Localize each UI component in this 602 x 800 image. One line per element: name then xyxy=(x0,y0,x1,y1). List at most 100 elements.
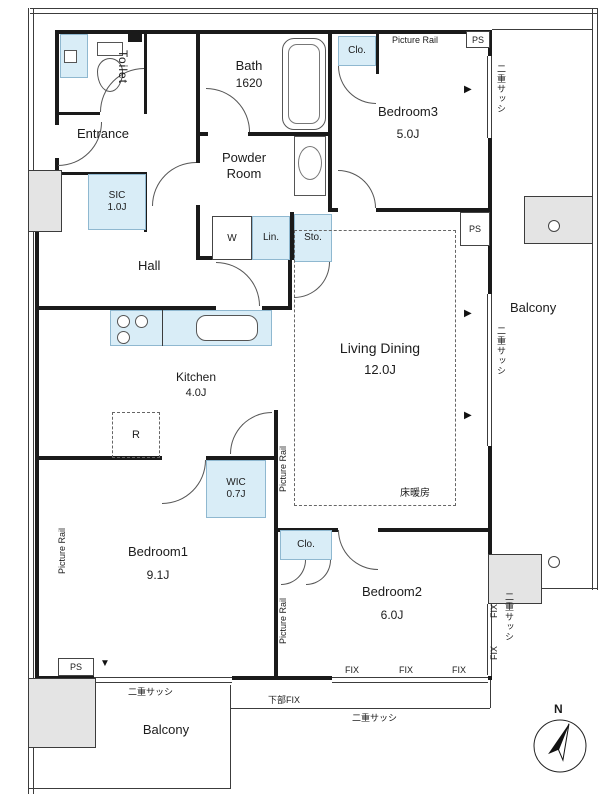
shoe-closet-box: SIC 1.0J xyxy=(88,174,146,230)
stove-burner-icon xyxy=(117,331,130,344)
picture-rail-label: Picture Rail xyxy=(278,598,288,645)
double-sash-label: 二重サッシ xyxy=(352,713,398,723)
opening-marker-icon: ▶ xyxy=(464,410,472,421)
pillar xyxy=(524,196,593,244)
bathtub-inner xyxy=(288,44,320,124)
window xyxy=(485,56,495,138)
double-sash-label: 二重サッシ xyxy=(128,687,174,697)
storage-label: Sto. xyxy=(304,232,322,243)
ps-label: PS xyxy=(69,662,82,672)
floor-heating-area xyxy=(294,230,456,506)
building-outline xyxy=(33,8,34,794)
linen-box: Lin. xyxy=(252,216,290,260)
storage-box: Sto. xyxy=(294,214,332,262)
window xyxy=(485,604,495,676)
window xyxy=(332,677,488,678)
wall-segment xyxy=(376,32,379,74)
window xyxy=(487,604,488,676)
window xyxy=(491,56,492,138)
balcony-edge xyxy=(492,588,598,589)
wall-segment xyxy=(248,132,332,136)
room-size-bedroom3: 5.0J xyxy=(396,127,420,141)
closet-label: Clo. xyxy=(348,45,366,56)
ps-label: PS xyxy=(471,34,484,45)
door-arc-closet-bedroom3 xyxy=(338,66,376,104)
door-arc-hall-living xyxy=(216,262,260,306)
wall-segment xyxy=(196,132,208,136)
wall-segment xyxy=(196,30,200,135)
toilet-tank xyxy=(97,42,123,56)
stove-burner-icon xyxy=(135,315,148,328)
door-arc-bedroom3 xyxy=(338,170,376,208)
door-arc-bath xyxy=(206,88,250,132)
room-size-bedroom2: 6.0J xyxy=(380,608,404,622)
wall-segment xyxy=(35,676,492,680)
room-label-toilet: Toilet xyxy=(116,50,130,85)
wic-size: 0.7J xyxy=(226,489,246,500)
double-sash-label: 二重サッシ xyxy=(504,592,514,642)
closet-label: Clo. xyxy=(297,539,315,550)
picture-rail-label: Picture Rail xyxy=(392,35,439,45)
room-label-hall: Hall xyxy=(138,258,161,273)
room-label-powder-1: Powder xyxy=(221,150,267,165)
linen-label: Lin. xyxy=(262,232,280,243)
pillar xyxy=(28,678,96,748)
window xyxy=(94,675,232,685)
balcony-edge xyxy=(28,788,231,789)
door-arc-bedroom1 xyxy=(162,460,206,504)
counter-divider xyxy=(162,310,163,346)
building-outline xyxy=(597,8,598,590)
pillar xyxy=(28,170,62,232)
wall-segment xyxy=(376,208,492,212)
fix-window-label: FIX xyxy=(345,665,360,675)
fix-window-label: FIX xyxy=(399,665,414,675)
compass-icon xyxy=(533,719,587,773)
vanity-basin xyxy=(298,146,322,180)
room-size-bath: 1620 xyxy=(235,76,263,90)
door-arc-passage xyxy=(230,412,272,454)
wall-segment xyxy=(206,456,278,460)
window xyxy=(487,294,488,446)
window xyxy=(485,294,495,446)
balcony-edge xyxy=(490,680,491,708)
wall-segment xyxy=(290,212,294,260)
sic-size: 1.0J xyxy=(107,202,127,213)
picture-rail-label: Picture Rail xyxy=(57,528,67,575)
room-label-balcony-bottom: Balcony xyxy=(142,722,190,737)
wall-segment xyxy=(274,456,278,680)
floor-heating-label: 床暖房 xyxy=(398,484,432,499)
wall-segment xyxy=(288,256,292,310)
ps-shaft: PS xyxy=(460,212,490,246)
fix-window-label: FIX xyxy=(489,646,499,661)
double-sash-label: 二重サッシ xyxy=(496,64,506,114)
window xyxy=(332,675,488,685)
sic-label: SIC xyxy=(108,190,126,201)
kitchen-sink xyxy=(196,315,258,341)
balcony-edge xyxy=(492,29,592,30)
fix-window-label: FIX xyxy=(489,604,499,619)
wall-segment xyxy=(35,230,39,680)
ps-shaft: PS xyxy=(466,31,490,48)
lower-fix-label: 下部FIX xyxy=(268,695,301,705)
room-label-bedroom3: Bedroom3 xyxy=(378,104,438,119)
wall-segment xyxy=(262,306,290,310)
ps-label: PS xyxy=(468,224,481,234)
north-label: N xyxy=(554,702,563,716)
room-label-powder-2: Room xyxy=(226,166,262,181)
closet-box-bedroom3: Clo. xyxy=(338,36,376,66)
wall-segment xyxy=(55,30,59,125)
wall-segment xyxy=(35,456,162,460)
fridge-space: R xyxy=(112,412,160,458)
door-arc-closet-bedroom2 xyxy=(306,560,331,585)
wall-segment xyxy=(196,135,200,163)
wall-segment xyxy=(328,30,332,212)
room-size-kitchen: 4.0J xyxy=(185,387,207,399)
wall-segment xyxy=(144,32,147,114)
ps-shaft: PS xyxy=(58,658,94,676)
wall-segment xyxy=(55,30,492,34)
wall-segment xyxy=(55,112,100,115)
balcony-edge xyxy=(230,678,231,788)
wall-segment xyxy=(55,172,147,175)
stove-burner-icon xyxy=(117,315,130,328)
